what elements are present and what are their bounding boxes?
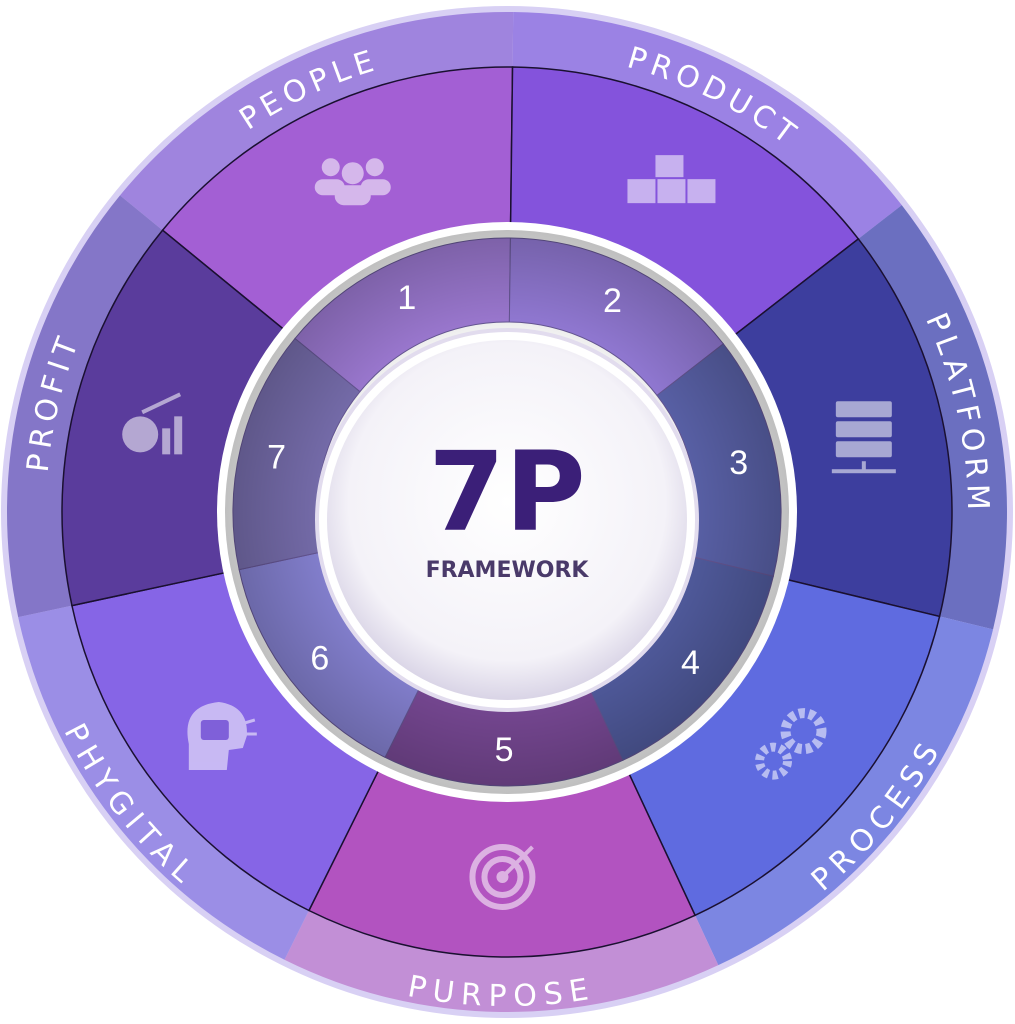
number-label-2: 2 <box>603 282 622 320</box>
number-label-7: 7 <box>267 438 286 476</box>
people-icon <box>314 158 391 206</box>
center-title: 7P <box>428 428 585 556</box>
ai-head-icon <box>187 701 257 770</box>
band-platform <box>858 205 1008 630</box>
server-icon <box>831 401 896 474</box>
band-people <box>120 12 514 231</box>
label-band-ring <box>7 12 1008 1012</box>
band-purpose <box>284 910 719 1012</box>
band-phygital <box>18 605 309 960</box>
number-label-6: 6 <box>310 639 329 677</box>
center-disc <box>327 340 687 700</box>
number-label-3: 3 <box>729 444 748 482</box>
money-growth-icon <box>122 392 183 455</box>
number-labels: 1 2 3 4 5 6 7 <box>267 279 748 769</box>
gears-icon <box>755 708 827 780</box>
band-profit <box>7 195 163 618</box>
number-label-1: 1 <box>397 279 416 317</box>
target-icon <box>469 843 536 910</box>
number-label-4: 4 <box>681 644 700 682</box>
band-process <box>695 616 994 966</box>
icon-layer <box>122 155 896 910</box>
center-subtitle: FRAMEWORK <box>426 558 590 583</box>
boxes-icon <box>627 155 716 204</box>
number-label-5: 5 <box>495 731 514 769</box>
band-product <box>512 12 902 239</box>
